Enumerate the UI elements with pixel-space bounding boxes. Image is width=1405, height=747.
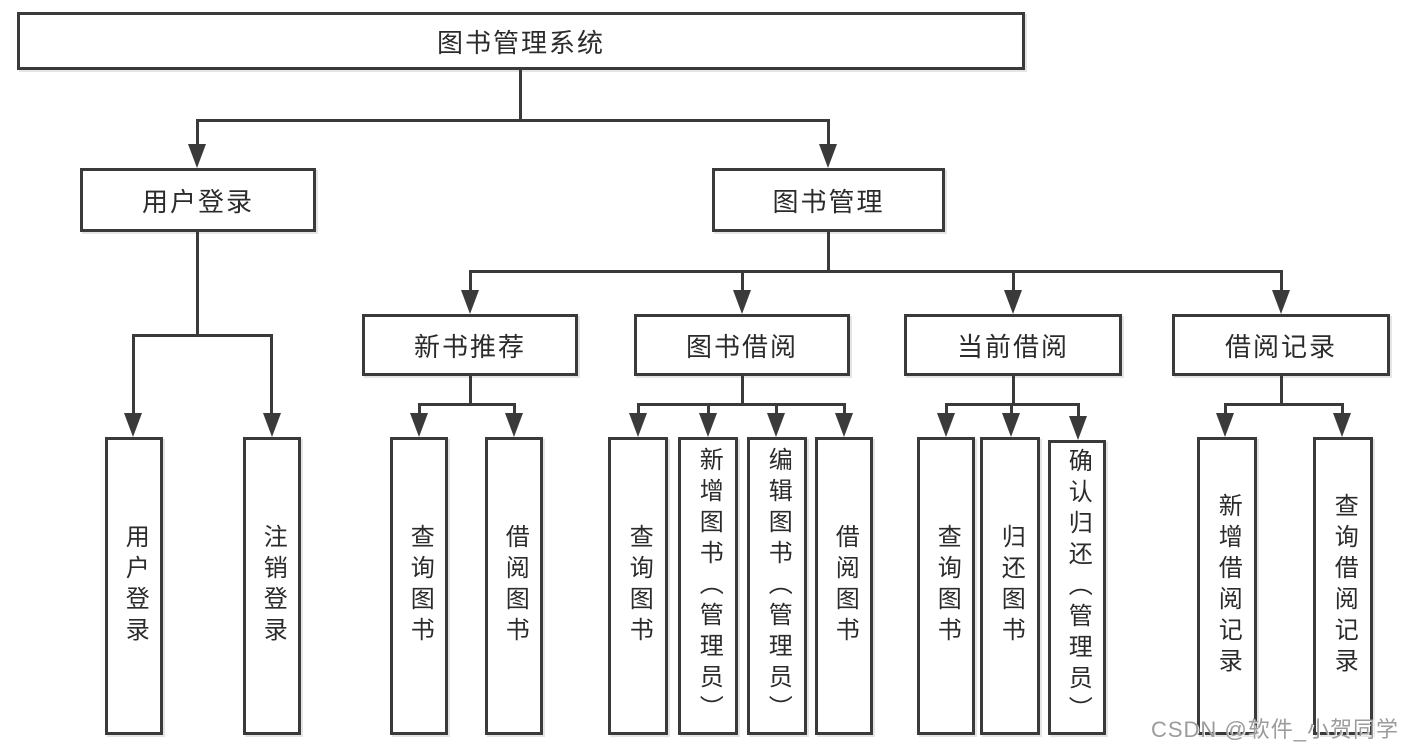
node-book-borrow: 图书借阅: [634, 314, 850, 376]
connector-vline: [1280, 376, 1283, 406]
leaf-label: 查询借阅记录: [1330, 493, 1358, 679]
connector-vline: [741, 270, 744, 292]
node-root-library-management-system: 图书管理系统: [17, 12, 1025, 70]
connector-vline: [945, 403, 948, 415]
connector-vline: [196, 119, 199, 147]
watermark: CSDN @软件_小贺同学: [1150, 717, 1399, 742]
connector-hline: [132, 334, 273, 337]
leaf-query-books-borrow: 查询图书: [608, 437, 668, 735]
leaf-label: 查询图书: [625, 524, 653, 648]
arrow-down-icon: [263, 413, 281, 437]
connector-hline: [637, 403, 845, 406]
arrow-down-icon: [819, 144, 837, 168]
connector-vline: [1010, 403, 1013, 415]
node-book-management: 图书管理: [712, 168, 945, 232]
connector-vline: [1012, 270, 1015, 292]
node-borrow-records: 借阅记录: [1172, 314, 1390, 376]
leaf-label: 编辑图书（管理员）: [764, 446, 792, 726]
connector-vline: [270, 334, 273, 416]
leaf-label: 归还图书: [997, 524, 1025, 648]
leaf-borrow-books: 借阅图书: [815, 437, 873, 735]
connector-vline: [741, 376, 744, 406]
arrow-down-icon: [1272, 290, 1290, 314]
leaf-query-books-recommend: 查询图书: [390, 437, 448, 735]
arrow-down-icon: [767, 413, 785, 437]
arrow-down-icon: [124, 413, 142, 437]
arrow-down-icon: [835, 413, 853, 437]
arrow-down-icon: [461, 290, 479, 314]
leaf-label: 借阅图书: [501, 524, 529, 648]
leaf-label: 新增借阅记录: [1214, 493, 1242, 679]
connector-vline: [519, 68, 522, 121]
arrow-down-icon: [1004, 290, 1022, 314]
leaf-borrow-books-recommend: 借阅图书: [485, 437, 543, 735]
connector-vline: [513, 403, 516, 415]
connector-vline: [1341, 403, 1344, 415]
leaf-label: 查询图书: [406, 524, 434, 648]
arrow-down-icon: [629, 413, 647, 437]
leaf-query-borrow-record: 查询借阅记录: [1313, 437, 1373, 735]
arrow-down-icon: [1069, 416, 1087, 440]
connector-vline: [469, 376, 472, 406]
leaf-logout: 注销登录: [243, 437, 301, 735]
leaf-confirm-return-admin: 确认归还（管理员）: [1048, 440, 1106, 735]
arrow-down-icon: [937, 413, 955, 437]
arrow-down-icon: [188, 144, 206, 168]
leaf-add-borrow-record: 新增借阅记录: [1197, 437, 1257, 735]
connector-vline: [827, 119, 830, 147]
leaf-label: 查询图书: [933, 524, 961, 648]
leaf-return-books: 归还图书: [980, 437, 1040, 735]
leaf-edit-book-admin: 编辑图书（管理员）: [747, 437, 807, 735]
arrow-down-icon: [1002, 413, 1020, 437]
connector-vline: [1280, 270, 1283, 292]
node-new-book-recommend: 新书推荐: [362, 314, 578, 376]
connector-vline: [418, 403, 421, 415]
connector-vline: [843, 403, 846, 415]
connector-vline: [1077, 403, 1080, 418]
leaf-label: 借阅图书: [831, 524, 859, 648]
node-user-login: 用户登录: [80, 168, 316, 232]
connector-vline: [196, 232, 199, 336]
arrow-down-icon: [505, 413, 523, 437]
leaf-add-book-admin: 新增图书（管理员）: [678, 437, 738, 735]
connector-vline: [132, 334, 135, 416]
arrow-down-icon: [410, 413, 428, 437]
connector-vline: [469, 270, 472, 292]
connector-vline: [1012, 376, 1015, 406]
leaf-query-books-current: 查询图书: [917, 437, 975, 735]
arrow-down-icon: [699, 413, 717, 437]
leaf-label: 确认归还（管理员）: [1064, 448, 1092, 727]
arrow-down-icon: [1216, 413, 1234, 437]
connector-vline: [637, 403, 640, 415]
connector-vline: [707, 403, 710, 415]
node-current-borrow: 当前借阅: [904, 314, 1122, 376]
connector-hline: [196, 119, 830, 122]
leaf-user-login: 用户登录: [105, 437, 163, 735]
arrow-down-icon: [1333, 413, 1351, 437]
leaf-label: 注销登录: [259, 524, 287, 648]
leaf-label: 用户登录: [121, 524, 149, 648]
connector-hline: [1224, 403, 1343, 406]
leaf-label: 新增图书（管理员）: [695, 446, 723, 726]
connector-vline: [827, 232, 830, 273]
connector-hline: [418, 403, 515, 406]
connector-vline: [775, 403, 778, 415]
arrow-down-icon: [733, 290, 751, 314]
connector-hline: [469, 270, 1282, 273]
connector-vline: [1224, 403, 1227, 415]
